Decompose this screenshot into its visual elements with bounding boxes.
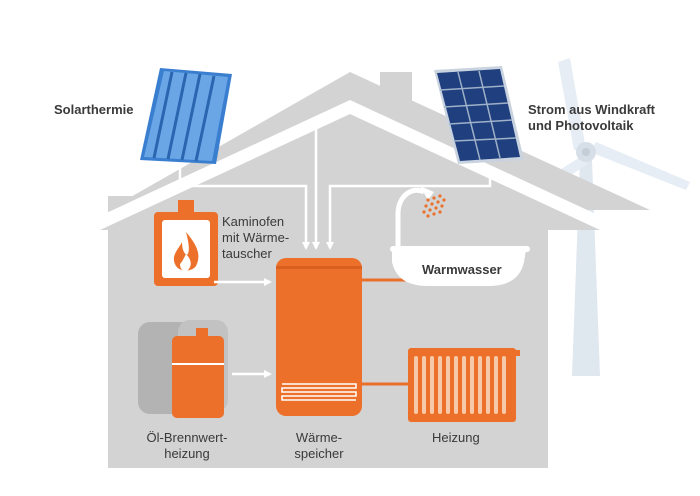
label-warmwasser: Warmwasser — [422, 262, 502, 277]
photovoltaic-panel-icon — [434, 66, 524, 164]
label-kaminofen: Kaminofen mit Wärme- tauscher — [222, 214, 290, 261]
label-strom-wind-pv: Strom aus Windkraft und Photovoltaik — [528, 102, 656, 133]
wood-stove-icon — [154, 200, 218, 286]
oil-boiler-icon — [138, 320, 228, 418]
label-oel-brennwertheizung: Öl-Brennwert- heizung — [146, 430, 228, 461]
label-waermespeicher: Wärme- speicher — [294, 430, 344, 461]
radiator-icon — [408, 348, 520, 422]
heat-storage-tank-icon — [276, 258, 362, 416]
bathtub-shower-icon — [390, 186, 530, 286]
label-solarthermie: Solarthermie — [54, 102, 134, 117]
label-heizung: Heizung — [432, 430, 480, 445]
roof-to-storage-arrows — [178, 124, 492, 250]
solar-thermal-collector-icon — [140, 68, 232, 164]
